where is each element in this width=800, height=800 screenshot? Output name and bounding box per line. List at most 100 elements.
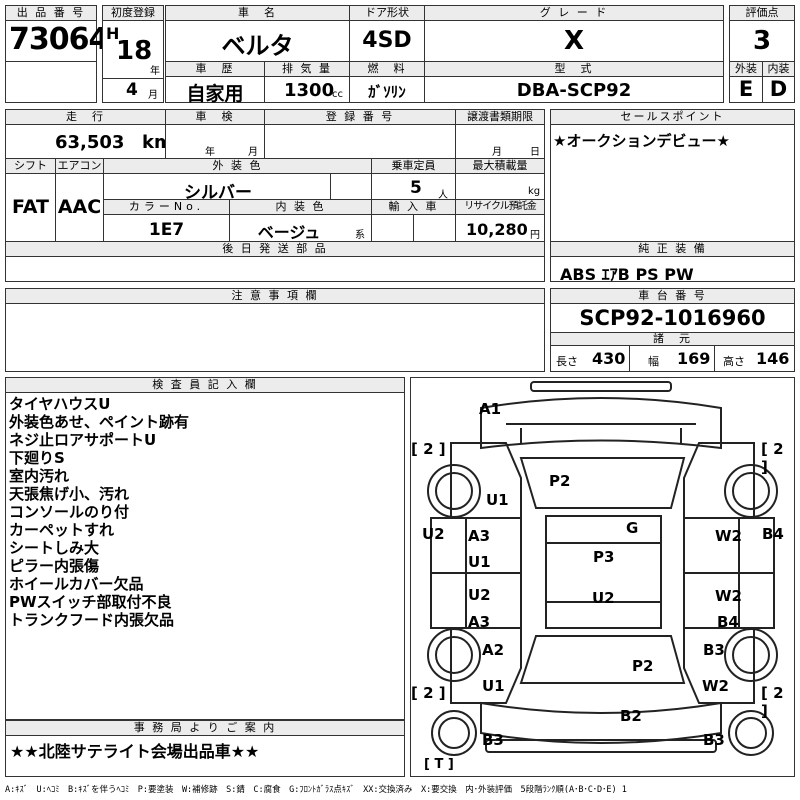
damage-mark: A2 — [482, 641, 505, 659]
ext-grade-label: 外装 — [729, 61, 763, 77]
ext-color: シルバー — [184, 183, 252, 203]
damage-mark: U2 — [468, 586, 491, 604]
office-label: 事 務 局 よ り ご 案 内 — [5, 720, 405, 736]
ext-grade: E — [738, 77, 754, 101]
color-no: 1E7 — [148, 220, 185, 240]
transfer-month-unit: 月 — [492, 147, 502, 158]
history-label: 車 歴 — [165, 61, 265, 77]
inspection-month-unit: 月 — [248, 147, 258, 158]
inspector-note: トランクフード内張欠品 — [9, 611, 175, 629]
int-color-label: 内 装 色 — [229, 199, 372, 215]
capacity-label: 乗車定員 — [371, 158, 456, 174]
inspector-note: コンソールのり付 — [9, 503, 130, 521]
office-message: ★★北陸サテライト会場出品車★★ — [10, 742, 260, 761]
fuel-label: 燃 料 — [349, 61, 425, 77]
damage-mark: B4 — [717, 613, 739, 631]
recycle-label: リサイクル預託金 — [455, 199, 545, 215]
damage-mark: W2 — [702, 677, 729, 695]
damage-mark: [ 2 ] — [411, 440, 446, 458]
damage-diagram: A1 [ 2 ] [ 2 ] P2 U1 U2 A3 U1 G W2 B4 P3… — [410, 377, 795, 777]
damage-mark: [ T ] — [424, 757, 454, 772]
first-reg-divider — [102, 78, 164, 79]
later-parts-label: 後 日 発 送 部 品 — [5, 241, 545, 257]
car-name-label: 車 名 — [165, 5, 350, 21]
first-reg-cell — [102, 5, 164, 103]
displacement: 1300 — [284, 80, 335, 101]
lot-no-label: 出 品 番 号 — [5, 5, 97, 21]
displacement-label: 排 気 量 — [264, 61, 350, 77]
inspector-note: ピラー内張傷 — [9, 557, 100, 575]
reg-year: 18 — [116, 36, 153, 66]
equipment-label: 純 正 装 備 — [550, 241, 795, 257]
width-label: 幅 — [648, 355, 659, 368]
score-label: 評価点 — [729, 5, 795, 21]
int-grade: D — [769, 77, 788, 101]
damage-mark: W2 — [715, 587, 742, 605]
model: DBA-SCP92 — [516, 80, 632, 101]
inspector-note: 室内汚れ — [9, 467, 70, 485]
width: 169 — [677, 349, 711, 368]
max-load-unit: kg — [528, 186, 541, 197]
equipment: ABS ｴｱB PS PW — [560, 265, 694, 284]
damage-mark: [ 2 ] — [761, 684, 784, 720]
ac: AAC — [57, 196, 102, 218]
length-label: 長さ — [556, 355, 578, 368]
inspector-note: ネジ止ロアサポートU — [9, 431, 157, 449]
damage-mark: U1 — [468, 553, 491, 571]
damage-mark: U1 — [482, 677, 505, 695]
damage-mark: B2 — [620, 707, 642, 725]
int-grade-label: 内装 — [762, 61, 795, 77]
reg-month: 4 — [126, 80, 138, 100]
caution-label: 注 意 事 項 欄 — [5, 288, 545, 304]
legend: A:ｷｽﾞ U:ﾍｺﾐ B:ｷｽﾞを伴うﾍｺﾐ P:要塗装 W:補修跡 S:錆 … — [5, 785, 627, 795]
car-name: ベルタ — [221, 32, 294, 60]
mileage: 63,503 — [55, 132, 125, 153]
inspection-label: 車 検 — [165, 109, 265, 125]
int-color: ベージュ — [257, 223, 321, 242]
inspector-label: 検 査 員 記 入 欄 — [5, 377, 405, 393]
sales-point: ★オークションデビュー★ — [553, 132, 730, 150]
inspector-note: 天張焦げ小、汚れ — [9, 485, 130, 503]
inspector-note: 外装色あせ、ペイント跡有 — [9, 413, 190, 431]
month-unit: 月 — [148, 90, 158, 101]
damage-mark: B3 — [703, 731, 725, 749]
damage-mark: B3 — [703, 641, 725, 659]
door-label: ドア形状 — [349, 5, 425, 21]
inspector-note: PWスイッチ部取付不良 — [9, 593, 172, 611]
shift: FAT — [12, 196, 49, 218]
damage-mark: U1 — [486, 491, 509, 509]
lot-no-blank — [5, 61, 97, 103]
damage-mark: G — [626, 519, 639, 537]
height-label: 高さ — [723, 355, 745, 368]
transfer-label: 譲渡書類期限 — [455, 109, 545, 125]
sales-point-cell — [550, 109, 795, 242]
damage-mark: A3 — [468, 527, 491, 545]
recycle-unit: 円 — [530, 230, 540, 241]
lot-no: 73064 — [9, 22, 109, 57]
specs-divider-2 — [714, 346, 715, 372]
chassis-number: SCP92-1016960 — [579, 306, 766, 330]
inspector-note: タイヤハウスU — [9, 395, 111, 413]
grade: X — [563, 26, 585, 56]
damage-mark: [ 2 ] — [411, 684, 446, 702]
inspector-note: 下廻りS — [9, 449, 65, 467]
fuel: ｶﾞｿﾘﾝ — [368, 83, 406, 101]
damage-mark: U2 — [592, 589, 615, 607]
door-type: 4SD — [362, 28, 412, 53]
color-no-label: カラーNo. — [103, 199, 230, 215]
capacity: 5 — [410, 178, 422, 198]
year-unit: 年 — [150, 66, 160, 77]
inspector-note: ホイールカバー欠品 — [9, 575, 144, 593]
damage-mark: B3 — [482, 731, 504, 749]
damage-mark: A1 — [479, 400, 502, 418]
damage-mark: B4 — [762, 525, 784, 543]
recycle-fee: 10,280 — [466, 220, 528, 239]
car-diagram-svg — [427, 381, 778, 756]
reg-no-label: 登 録 番 号 — [264, 109, 456, 125]
damage-mark: P2 — [549, 472, 571, 490]
inspection-year-unit: 年 — [205, 147, 215, 158]
import-label: 輸 入 車 — [371, 199, 456, 215]
transfer-day-unit: 日 — [530, 147, 540, 158]
damage-mark: P3 — [593, 548, 615, 566]
first-reg-label: 初度登録 — [102, 5, 164, 21]
